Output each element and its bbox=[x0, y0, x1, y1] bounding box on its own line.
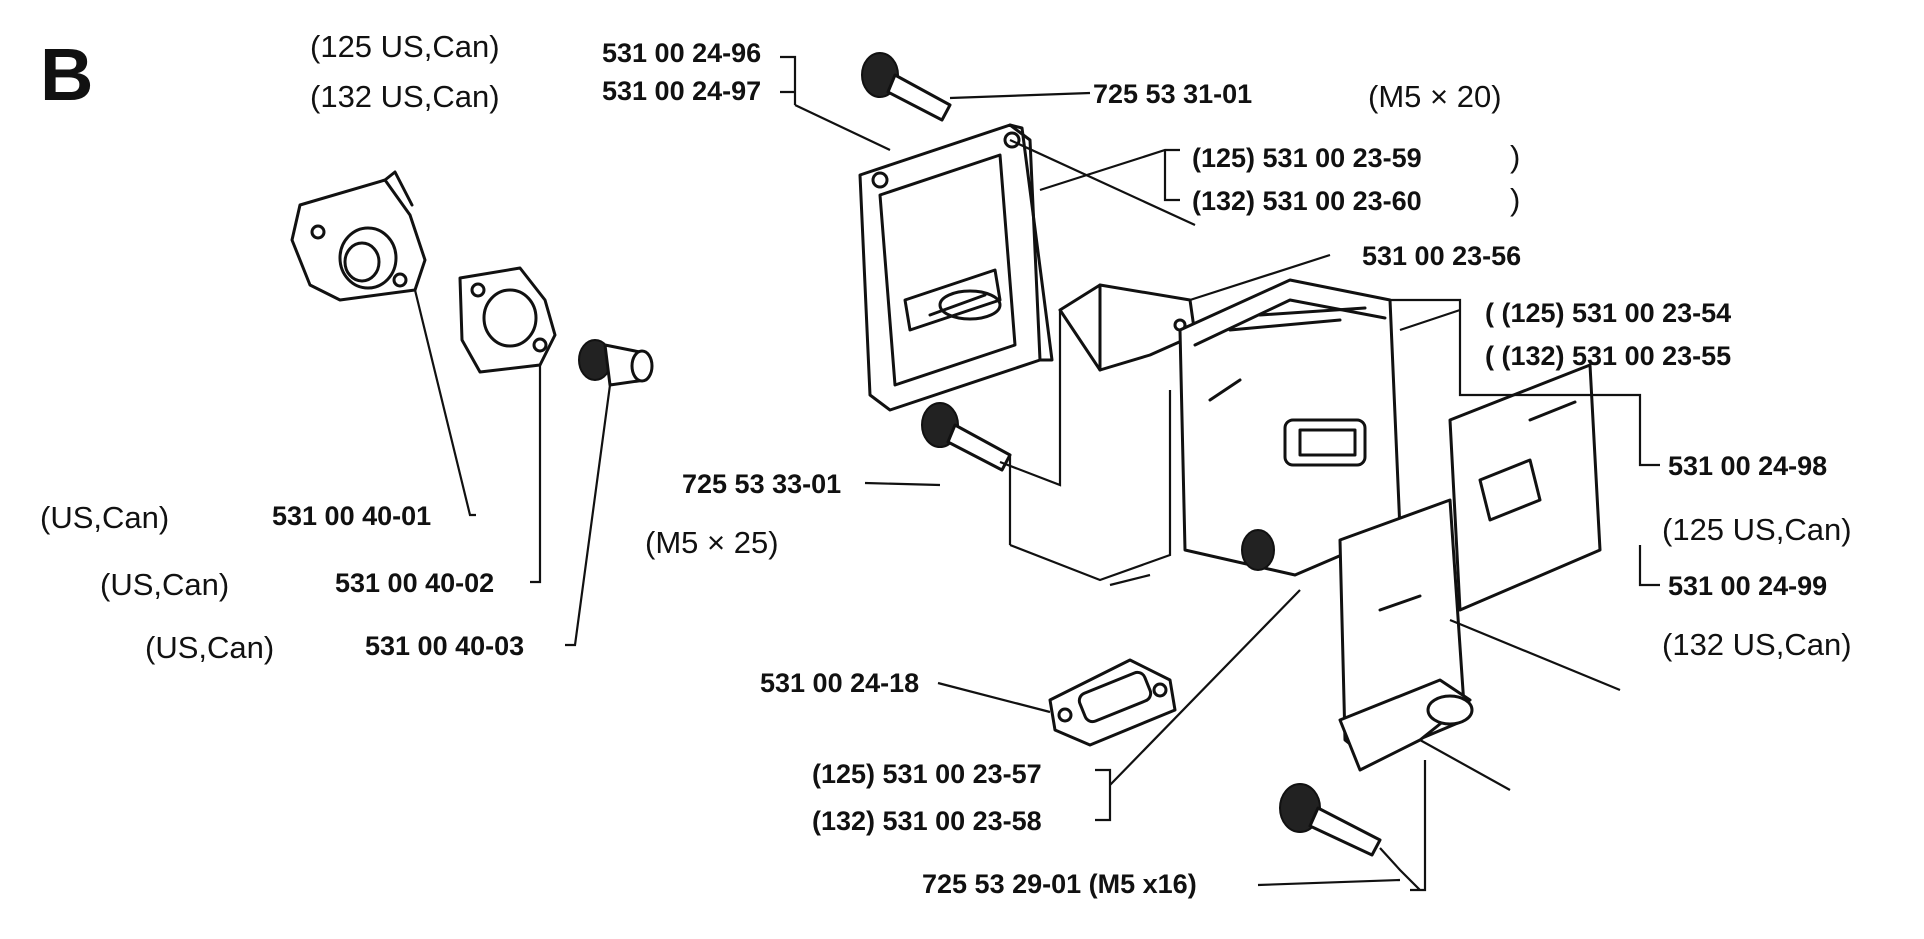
note-cover-plate-125: (125 US,Can) bbox=[310, 29, 500, 64]
note-heat-shield-132: (132 US,Can) bbox=[1662, 627, 1852, 662]
pn-cover-125: (125) 531 00 23-59 bbox=[1192, 143, 1422, 173]
outlet-plate bbox=[1338, 498, 1474, 772]
pn-plate-132: (132) 531 00 23-58 bbox=[812, 806, 1042, 836]
leader-intake-flange bbox=[413, 289, 476, 517]
pn-intake-gasket: 531 00 40-02 bbox=[335, 568, 494, 598]
pn-muffler-125: ( (125) 531 00 23-54 bbox=[1485, 298, 1731, 328]
size-top-screw: (M5 × 20) bbox=[1368, 79, 1502, 114]
bracket-cover-132: ) bbox=[1510, 182, 1520, 217]
heat-shield bbox=[1448, 363, 1602, 612]
pn-cover-plate-132: 531 00 24-97 bbox=[602, 76, 761, 106]
pn-cover-132: (132) 531 00 23-60 bbox=[1192, 186, 1422, 216]
section-label: B bbox=[40, 33, 93, 116]
intake-screw bbox=[578, 339, 654, 387]
muffler bbox=[1178, 278, 1402, 577]
bracket-cover-125: ) bbox=[1510, 139, 1520, 174]
pn-intake-screw: 531 00 40-03 bbox=[365, 631, 524, 661]
pn-deflector: 531 00 23-56 bbox=[1362, 241, 1521, 271]
size-mid-screw: (M5 × 25) bbox=[645, 525, 779, 560]
note-cover-plate-132: (132 US,Can) bbox=[310, 79, 500, 114]
pn-bottom-screw: 725 53 29-01 (M5 x16) bbox=[922, 869, 1197, 899]
pn-cover-plate-125: 531 00 24-96 bbox=[602, 38, 761, 68]
note-intake-screw: (US,Can) bbox=[145, 630, 274, 665]
pn-top-screw: 725 53 31-01 bbox=[1093, 79, 1252, 109]
leader-cover-plate bbox=[780, 55, 891, 151]
intake-flange bbox=[290, 170, 427, 302]
note-heat-shield-125: (125 US,Can) bbox=[1662, 512, 1852, 547]
top-screw bbox=[861, 52, 952, 122]
pn-plate-125: (125) 531 00 23-57 bbox=[812, 759, 1042, 789]
pn-intake-flange: 531 00 40-01 bbox=[272, 501, 431, 531]
intake-gasket bbox=[458, 266, 557, 374]
leader-intake-screw bbox=[565, 384, 612, 647]
deflector bbox=[1058, 283, 1197, 372]
bottom-screw bbox=[1279, 783, 1382, 857]
cover-plate bbox=[858, 123, 1054, 412]
exhaust-gasket bbox=[1048, 658, 1177, 747]
pn-heat-shield-132: 531 00 24-99 bbox=[1668, 571, 1827, 601]
pn-exhaust-gasket: 531 00 24-18 bbox=[760, 668, 919, 698]
pn-mid-screw: 725 53 33-01 bbox=[682, 469, 841, 499]
pn-heat-shield-125: 531 00 24-98 bbox=[1668, 451, 1827, 481]
pn-muffler-132: ( (132) 531 00 23-55 bbox=[1485, 341, 1731, 371]
note-intake-gasket: (US,Can) bbox=[100, 567, 229, 602]
mid-screw bbox=[921, 402, 1012, 472]
leader-intake-gasket bbox=[530, 365, 542, 584]
note-intake-flange: (US,Can) bbox=[40, 500, 169, 535]
